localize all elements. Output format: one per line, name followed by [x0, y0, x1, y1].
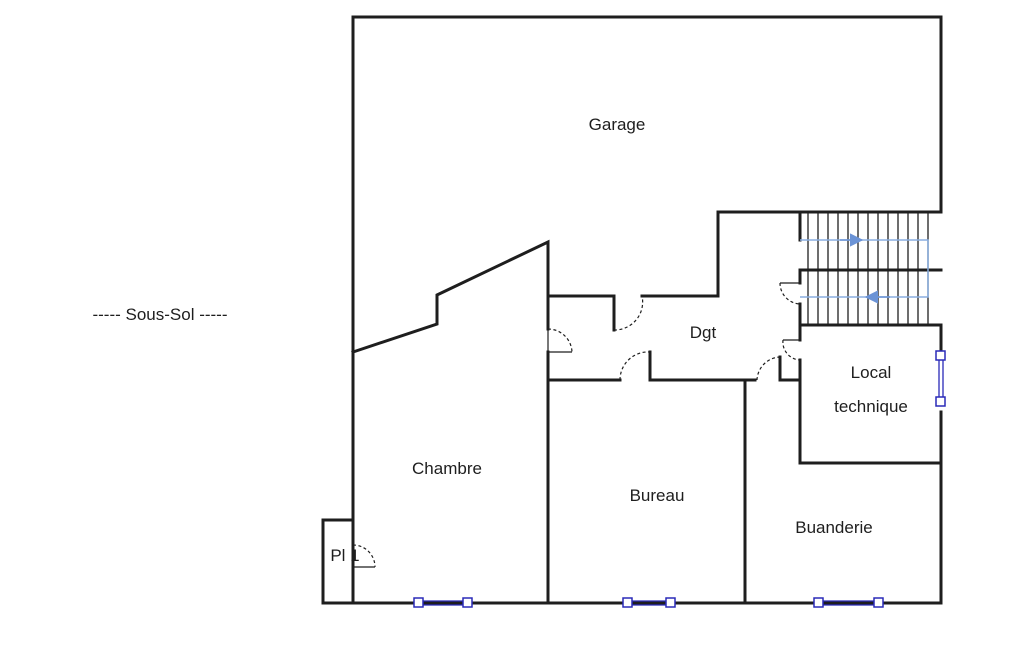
window-chambre	[413, 597, 473, 608]
door-bureau	[619, 351, 651, 381]
level-label: ----- Sous-Sol -----	[92, 305, 227, 324]
room-label-dgt: Dgt	[690, 323, 717, 342]
room-label-placard: Pl 1	[330, 546, 359, 565]
door-placard	[352, 544, 376, 568]
door-stair	[779, 282, 801, 305]
room-label-local: Local	[851, 363, 892, 382]
door-garage	[613, 295, 644, 331]
room-label-chambre: Chambre	[412, 459, 482, 478]
room-label-technique: technique	[834, 397, 908, 416]
door-chambre	[547, 328, 573, 353]
garage-boundary-walls	[351, 210, 943, 382]
placard	[321, 518, 355, 605]
window-local-technique	[935, 350, 946, 407]
room-label-bureau: Bureau	[630, 486, 685, 505]
room-partitions	[546, 378, 747, 605]
room-label-garage: Garage	[589, 115, 646, 134]
stair-direction-arrow	[800, 239, 929, 298]
stair-block	[798, 210, 943, 327]
door-buanderie	[756, 356, 781, 381]
doors	[352, 282, 801, 568]
window-buanderie	[813, 597, 884, 608]
door-local-technique	[782, 339, 801, 361]
room-label-buanderie: Buanderie	[795, 518, 873, 537]
window-bureau	[622, 597, 676, 608]
